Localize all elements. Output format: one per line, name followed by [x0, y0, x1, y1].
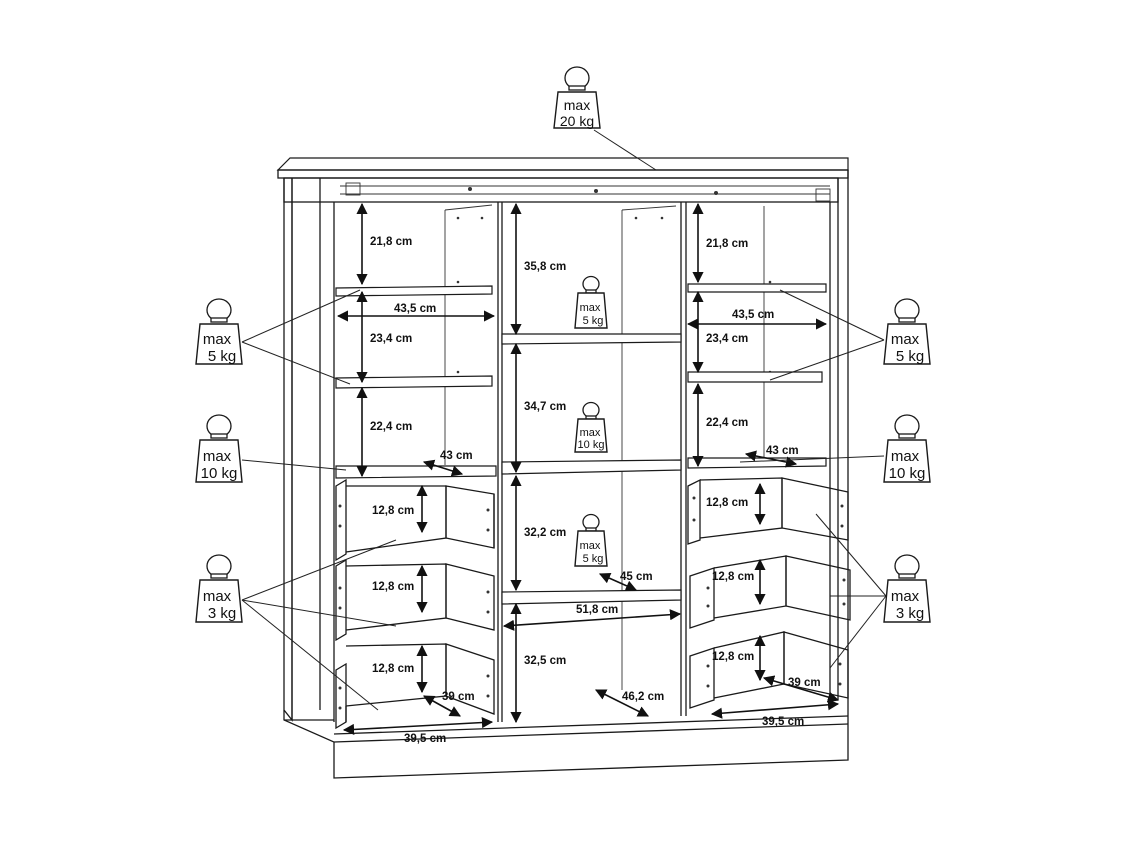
weight-middle-1-line2: 5 kg [583, 315, 604, 327]
dimension-arrows [336, 202, 840, 736]
weight-icon: max 10 kg [574, 401, 608, 453]
dim-left-width: 43,5 cm [394, 303, 436, 315]
dim-right-drawer-2: 12,8 cm [712, 571, 754, 583]
weight-top-line1: max [564, 97, 590, 113]
weight-middle-3-line1: max [580, 540, 601, 552]
dim-left-drawer-2: 12,8 cm [372, 581, 414, 593]
weight-icons: max 20 kg max 5 kg max 10 kg max 3 kg [195, 66, 931, 623]
dim-mid-gap-4: 32,5 cm [524, 655, 566, 667]
weight-left-drawers-line2: 3 kg [208, 605, 236, 622]
dim-left-drawer-width: 39,5 cm [404, 733, 446, 745]
top-rail [283, 177, 839, 203]
dim-right-drawer-depth: 39 cm [788, 677, 821, 689]
dim-left-gap-3: 22,4 cm [370, 421, 412, 433]
dimension-labels: 21,8 cm 43,5 cm 23,4 cm 22,4 cm 43 cm 12… [370, 236, 821, 745]
leader-lines [241, 129, 887, 711]
weight-right-shelves-line1: max [891, 331, 920, 348]
weight-icon: max 3 kg [883, 554, 931, 623]
middle-shelves [501, 333, 682, 605]
weight-icon: max 10 kg [195, 414, 243, 483]
top-board-top [276, 157, 849, 171]
weight-left-bottom-shelf-line1: max [203, 448, 232, 465]
dim-left-gap-1: 21,8 cm [370, 236, 412, 248]
weight-icon: max 10 kg [883, 414, 931, 483]
weight-middle-3-line2: 5 kg [583, 553, 604, 565]
left-drawers [335, 478, 495, 730]
dim-right-gap-3: 22,4 cm [706, 417, 748, 429]
dim-right-drawer-3: 12,8 cm [712, 651, 754, 663]
weight-icon: max 5 kg [574, 513, 608, 567]
dim-right-drawer-width: 39,5 cm [762, 716, 804, 728]
weight-icon: max 5 kg [574, 275, 608, 329]
weight-top-line2: 20 kg [560, 113, 594, 129]
dim-right-width: 43,5 cm [732, 309, 774, 321]
dim-left-drawer-1: 12,8 cm [372, 505, 414, 517]
dim-left-drawer-depth: 39 cm [442, 691, 475, 703]
dim-mid-gap-3: 32,2 cm [524, 527, 566, 539]
dim-mid-gap-2: 34,7 cm [524, 401, 566, 413]
right-drawers [687, 477, 851, 709]
weight-icon: max 5 kg [883, 298, 931, 365]
weight-icon: max 20 kg [553, 66, 601, 129]
weight-left-shelves-line1: max [203, 331, 232, 348]
weight-middle-1-line1: max [580, 302, 601, 314]
dim-mid-depth-bottom: 46,2 cm [622, 691, 664, 703]
dim-right-gap-2: 23,4 cm [706, 333, 748, 345]
weight-left-bottom-shelf-line2: 10 kg [201, 465, 238, 482]
weight-left-shelves-line2: 5 kg [208, 348, 236, 365]
weight-right-bottom-shelf-line1: max [891, 448, 920, 465]
weight-right-shelves-line2: 5 kg [896, 348, 924, 365]
dim-mid-width: 51,8 cm [576, 604, 618, 616]
weight-right-drawers-line1: max [891, 588, 920, 605]
top-board-front [277, 169, 849, 179]
weight-icon: max 5 kg [195, 298, 243, 365]
weight-left-drawers-line1: max [203, 588, 232, 605]
dim-right-gap-1: 21,8 cm [706, 238, 748, 250]
dim-left-drawer-3: 12,8 cm [372, 663, 414, 675]
dim-right-drawer-1: 12,8 cm [706, 497, 748, 509]
dim-right-depth: 43 cm [766, 445, 799, 457]
dim-left-depth: 43 cm [440, 450, 473, 462]
dim-mid-gap-1: 35,8 cm [524, 261, 566, 273]
weight-right-bottom-shelf-line2: 10 kg [889, 465, 926, 482]
weight-icon: max 3 kg [195, 554, 243, 623]
weight-right-drawers-line2: 3 kg [896, 605, 924, 622]
weight-middle-2-line1: max [580, 427, 601, 439]
dim-left-gap-2: 23,4 cm [370, 333, 412, 345]
weight-middle-2-line2: 10 kg [578, 439, 605, 451]
dim-mid-depth-shelf: 45 cm [620, 571, 653, 583]
